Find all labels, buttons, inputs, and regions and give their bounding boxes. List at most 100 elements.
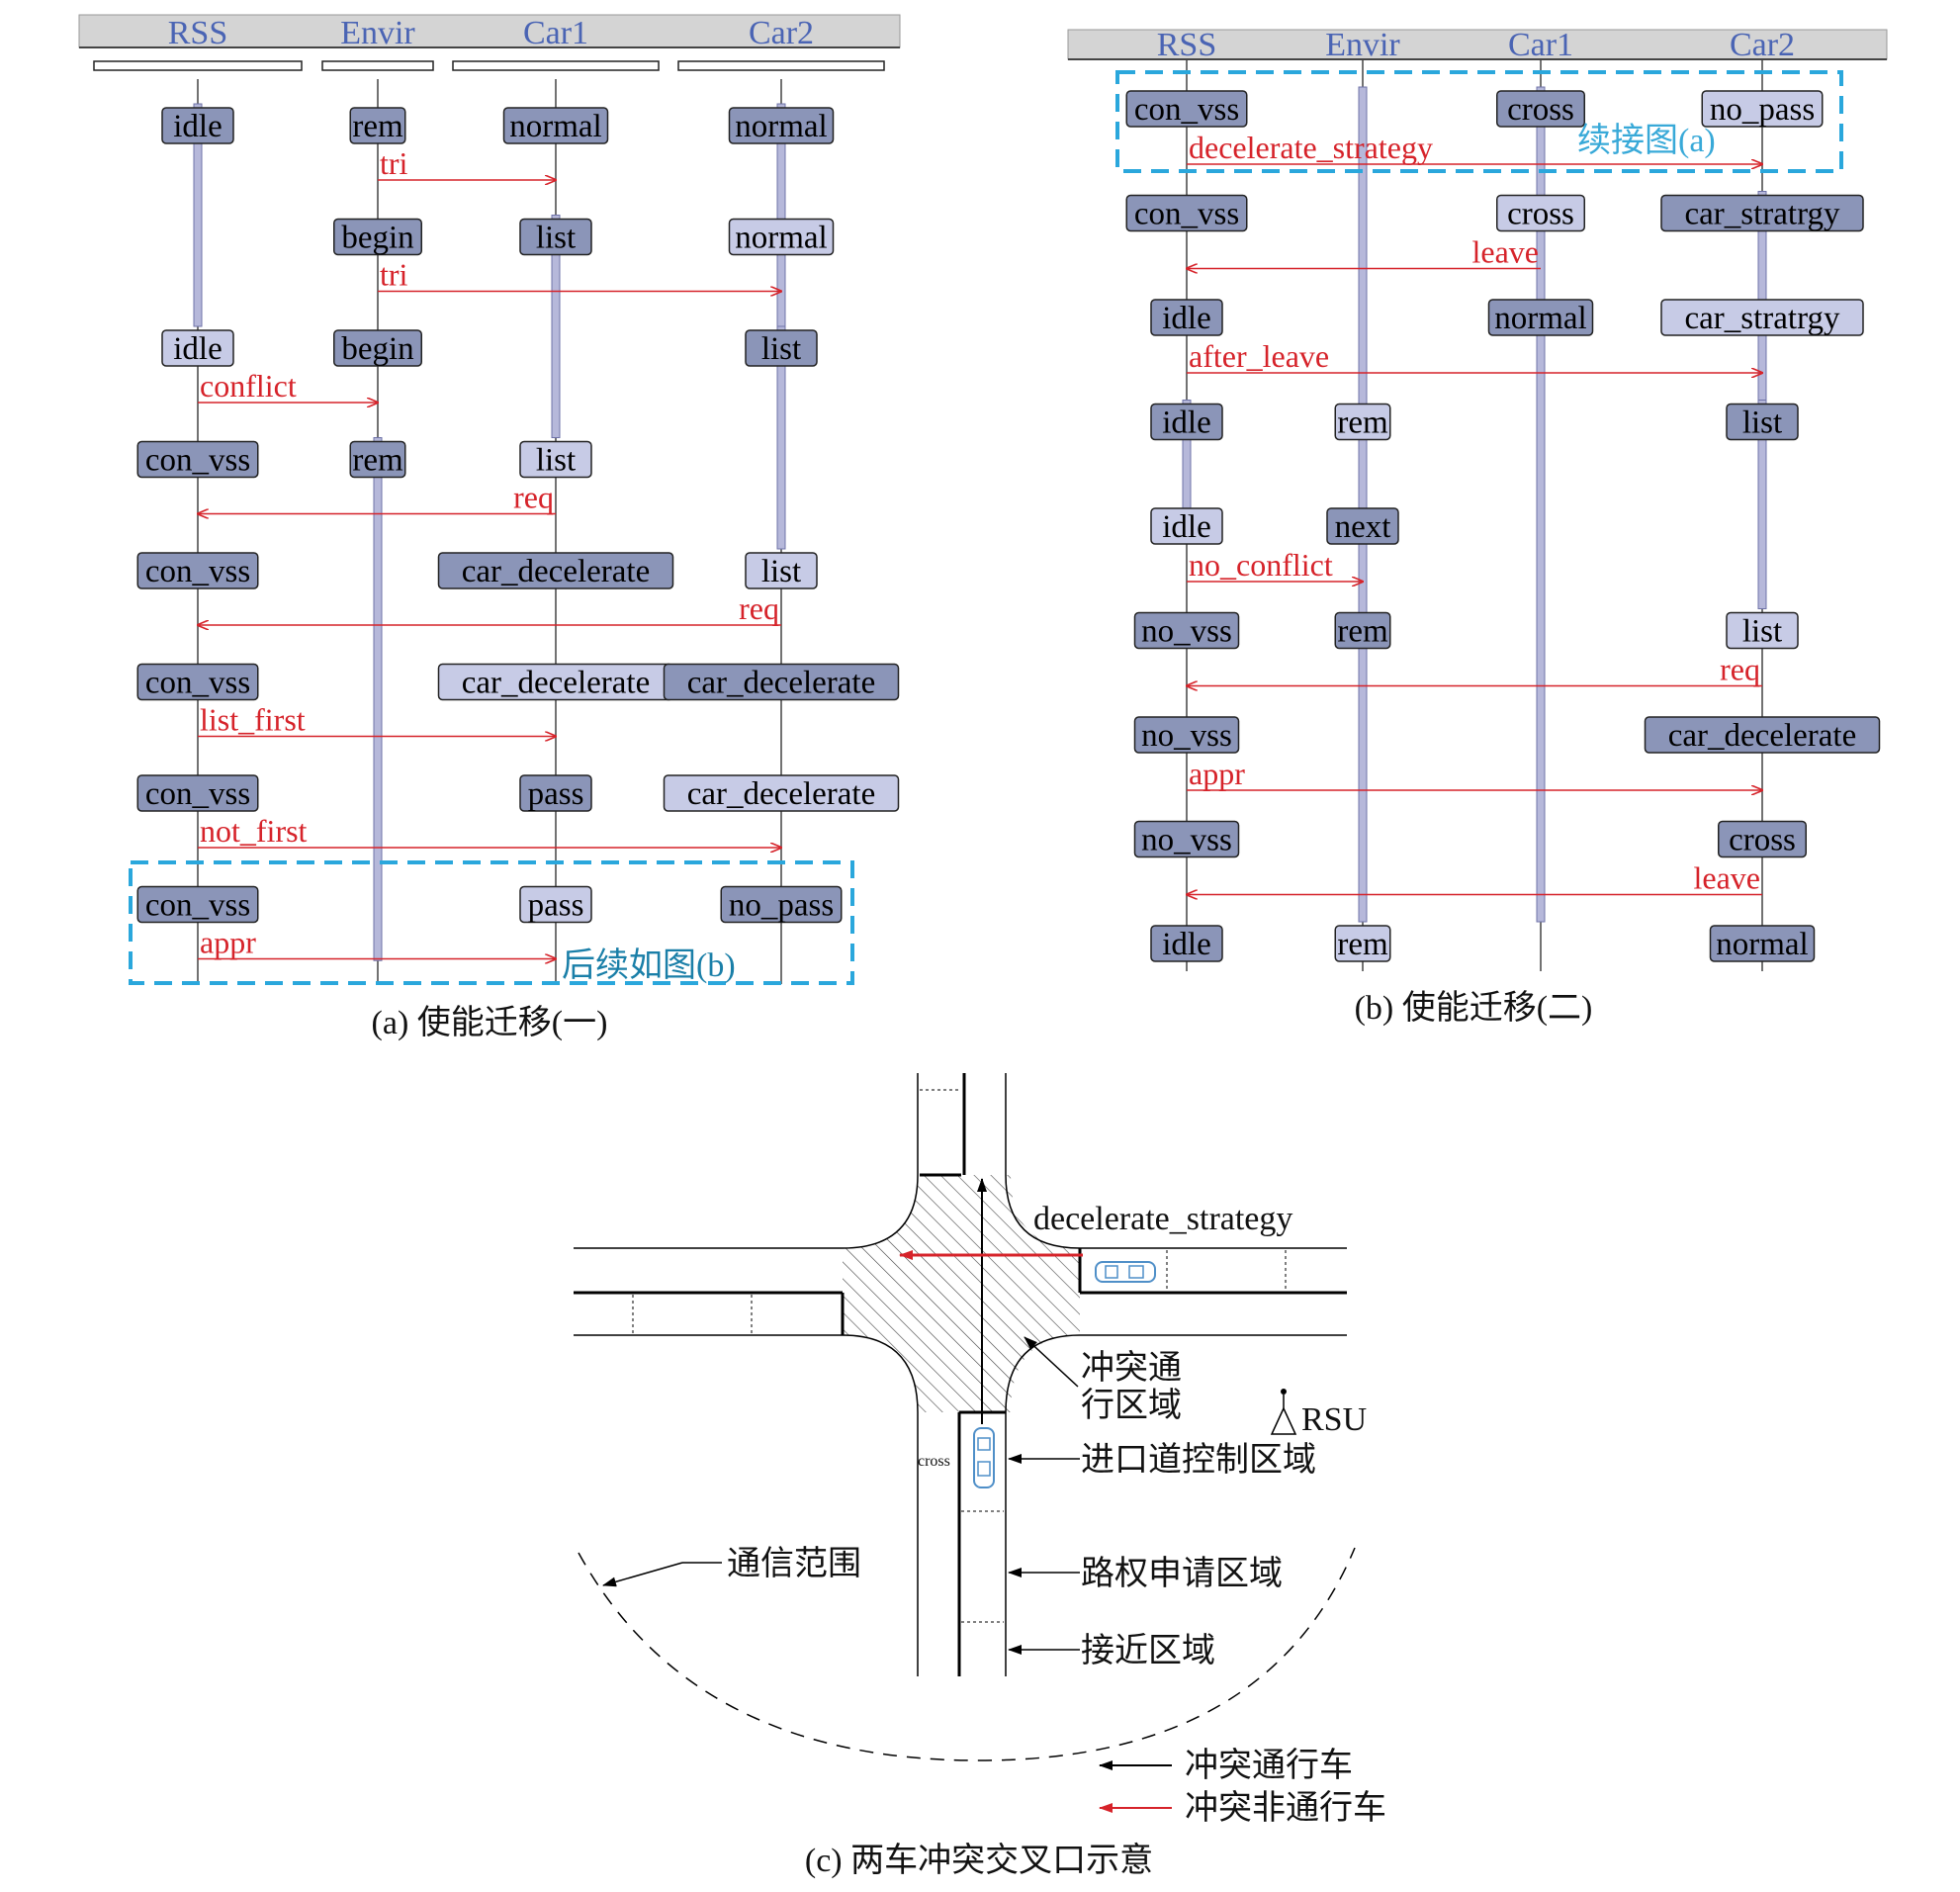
diagram_b-state-box	[1660, 194, 1864, 232]
diagram_b-state-box	[1334, 611, 1391, 650]
diagram_b-message-label: req	[1720, 652, 1760, 687]
diagram_a-message-label: not_first	[200, 813, 308, 849]
diagram_a-state-label: list	[761, 331, 801, 367]
diagram_a-state-box	[745, 329, 818, 367]
diagram_a-state-label: list	[761, 554, 801, 589]
diagram_a-state-label: idle	[173, 331, 222, 367]
diagram_b-state-label: normal	[1716, 927, 1808, 962]
diagram_a-message-label: conflict	[200, 368, 297, 404]
diagram_a-state-label: con_vss	[145, 443, 250, 479]
diagram_b-state-box	[1133, 716, 1240, 754]
diagram_a-state-label: car_decelerate	[687, 666, 876, 701]
diagram_a-activation	[551, 215, 561, 438]
diagram_a-state-box	[728, 107, 835, 144]
diagram_a-state-box	[136, 885, 259, 924]
diagram_b-state-label: next	[1335, 509, 1391, 545]
diagram_a-message-label: tri	[380, 145, 408, 181]
diagram_a-lane-bar	[677, 60, 885, 71]
diagram_b-state-box	[1701, 90, 1824, 128]
diagram_b-state-label: rem	[1337, 405, 1388, 441]
diagram_b-lane-header: Envir	[1325, 27, 1400, 63]
diagram_b-state-box	[1150, 403, 1223, 441]
diagram_a-state-box	[519, 774, 592, 812]
diagram_b-state-label: list	[1742, 405, 1782, 441]
diagram_a-state-box	[745, 552, 818, 589]
diagram_a-state-label: list	[536, 221, 576, 256]
intersection-diagram: decelerate_strategy cross 冲突通 行区域 RSU 进口…	[574, 1073, 1386, 1827]
diagram_a-state-box	[333, 218, 422, 256]
diagram_a-state-box	[519, 440, 592, 479]
diagram_a-message-label: appr	[200, 925, 256, 960]
diagram_a-lane-bar	[321, 60, 434, 71]
diagram_a-message-label: tri	[380, 257, 408, 293]
diagram_b-state-box	[1150, 299, 1223, 336]
conflict-zone-area	[843, 1175, 1080, 1412]
diagram_b-state-label: list	[1742, 614, 1782, 650]
diagram_b-message-label: after_leave	[1189, 338, 1329, 374]
diagram_a-state-label: idle	[173, 109, 222, 144]
diagram_a-state-box	[161, 329, 234, 367]
diagram_b-state-label: idle	[1162, 927, 1210, 962]
diagram_b-lane-header: RSS	[1157, 27, 1217, 63]
diagram_a-activation	[373, 437, 383, 961]
diagram_b-state-label: car_stratrgy	[1685, 197, 1840, 232]
diagram_b-state-label: cross	[1507, 92, 1574, 128]
diagram_a-message-label: req	[513, 480, 554, 515]
diagram_a-state-label: con_vss	[145, 666, 250, 701]
communication-range-arc	[578, 1547, 1356, 1761]
diagram_b-state-box	[1496, 90, 1585, 128]
diagram_a-state-label: no_pass	[729, 888, 834, 924]
diagram_a-lane-header: RSS	[168, 15, 228, 51]
diagram_a-state-box	[437, 552, 674, 589]
car-right-icon	[1095, 1261, 1156, 1283]
diagram_a-state-box	[136, 552, 259, 589]
diagram_a-state-label: con_vss	[145, 776, 250, 812]
rsu-label: RSU	[1301, 1401, 1367, 1438]
diagram_b-highlight-box	[1115, 70, 1843, 173]
diagram_a-state-label: pass	[528, 888, 584, 924]
diagram_b-state-box	[1660, 299, 1864, 336]
diagram_a-state-box	[720, 885, 843, 924]
diagram_a-state-label: normal	[735, 109, 827, 144]
diagram_b-state-box	[1125, 194, 1248, 232]
diagram_b-message-label: decelerate_strategy	[1189, 130, 1433, 165]
diagram_a-state-box	[333, 329, 422, 367]
diagram_b-state-box	[1496, 194, 1585, 232]
diagram_a-state-label: car_decelerate	[462, 666, 651, 701]
diagram_b-state-box	[1726, 611, 1799, 650]
diagram_a-message-label: list_first	[200, 702, 306, 738]
diagram_a-state-box	[349, 107, 406, 144]
diagram_b-state-label: car_decelerate	[1668, 718, 1857, 754]
diagram_a-state-label: pass	[528, 776, 584, 812]
diagram_a-activation	[776, 325, 786, 550]
diagram_b-state-box	[1133, 820, 1240, 858]
diagram_b-state-label: con_vss	[1134, 197, 1239, 232]
diagram_a-lane-header: Car2	[749, 15, 814, 51]
diagram_a-lane-bar	[452, 60, 660, 71]
diagram_a-lane-header: Envir	[340, 15, 415, 51]
diagram_a-state-label: car_decelerate	[462, 554, 651, 589]
diagram_b-state-label: cross	[1507, 197, 1574, 232]
diagram_a-state-box	[136, 774, 259, 812]
diagram_b-state-label: car_stratrgy	[1685, 301, 1840, 336]
legend-passing-label: 冲突通行车	[1185, 1747, 1353, 1784]
diagram_a-state-box	[519, 218, 592, 256]
diagram_b-state-label: no_pass	[1710, 92, 1815, 128]
diagram_a-state-box	[349, 440, 406, 479]
diagram_b-state-box	[1125, 90, 1248, 128]
diagram_b-state-box	[1150, 507, 1223, 545]
caption-a: (a) 使能迁移(一)	[372, 1004, 608, 1041]
diagram_a-state-label: begin	[341, 331, 413, 367]
diagram_b-activation	[1757, 400, 1767, 609]
diagram_a-state-label: normal	[509, 109, 601, 144]
diagram_b-state-label: idle	[1162, 301, 1210, 336]
caption-c: (c) 两车冲突交叉口示意	[805, 1842, 1153, 1879]
diagram_b-activation	[1536, 86, 1546, 923]
diagram_b-state-box	[1150, 925, 1223, 962]
car-bottom-icon	[973, 1427, 995, 1488]
diagram_a-state-label: con_vss	[145, 888, 250, 924]
diagram_b-state-box	[1334, 403, 1391, 441]
diagram_a-activation	[193, 103, 203, 327]
